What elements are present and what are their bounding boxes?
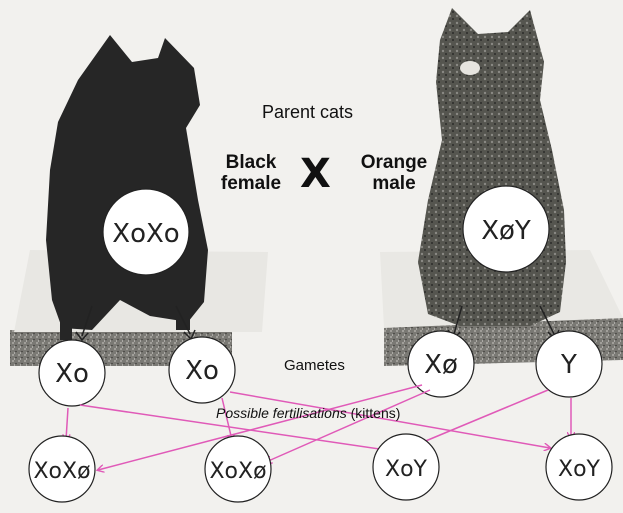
orange-male-label-line2: male — [372, 173, 416, 194]
parent-cats-title: Parent cats — [262, 102, 354, 122]
female-genotype: XoXo — [112, 219, 179, 249]
gametes-label: Gametes — [284, 357, 345, 374]
gamete-circle-2 — [168, 336, 236, 404]
black-female-cat — [46, 35, 208, 340]
gamete-circle-3 — [407, 330, 475, 398]
black-female-label-line2: female — [220, 173, 282, 194]
offspring-3: XoY — [385, 457, 428, 482]
female-genotype-circle — [102, 188, 190, 276]
male-genotype: XøY — [481, 216, 531, 246]
offspring-circle-4 — [545, 433, 613, 501]
offspring-4: XoY — [558, 457, 601, 482]
gamete-1: Xo — [55, 359, 89, 389]
orange-male-label-line1: Orange — [360, 152, 428, 173]
orange-male-cat — [418, 8, 566, 326]
fertilisation-arrows — [66, 384, 571, 470]
male-genotype-circle — [462, 185, 550, 273]
gamete-circle-4 — [535, 330, 603, 398]
orange-male-label: Orange male — [352, 152, 436, 194]
fertilisation-label: Possible fertilisations (kittens) — [216, 405, 400, 421]
black-female-label: Black female — [218, 152, 284, 194]
offspring-circle-2 — [204, 435, 272, 503]
fertilisation-label-suffix: (kittens) — [350, 405, 401, 421]
cross-symbol: X — [300, 151, 331, 197]
fertilisation-label-italic: Possible fertilisations — [216, 405, 347, 421]
gamete-4: Y — [560, 350, 577, 380]
offspring-2: XoXø — [209, 459, 266, 484]
offspring-circle-3 — [372, 433, 440, 501]
gamete-2: Xo — [185, 356, 219, 386]
black-female-label-line1: Black — [225, 152, 277, 173]
offspring-circle-1 — [28, 435, 96, 503]
offspring-1: XoXø — [33, 459, 90, 484]
gamete-circle-1 — [38, 339, 106, 407]
gamete-3: Xø — [424, 350, 458, 380]
